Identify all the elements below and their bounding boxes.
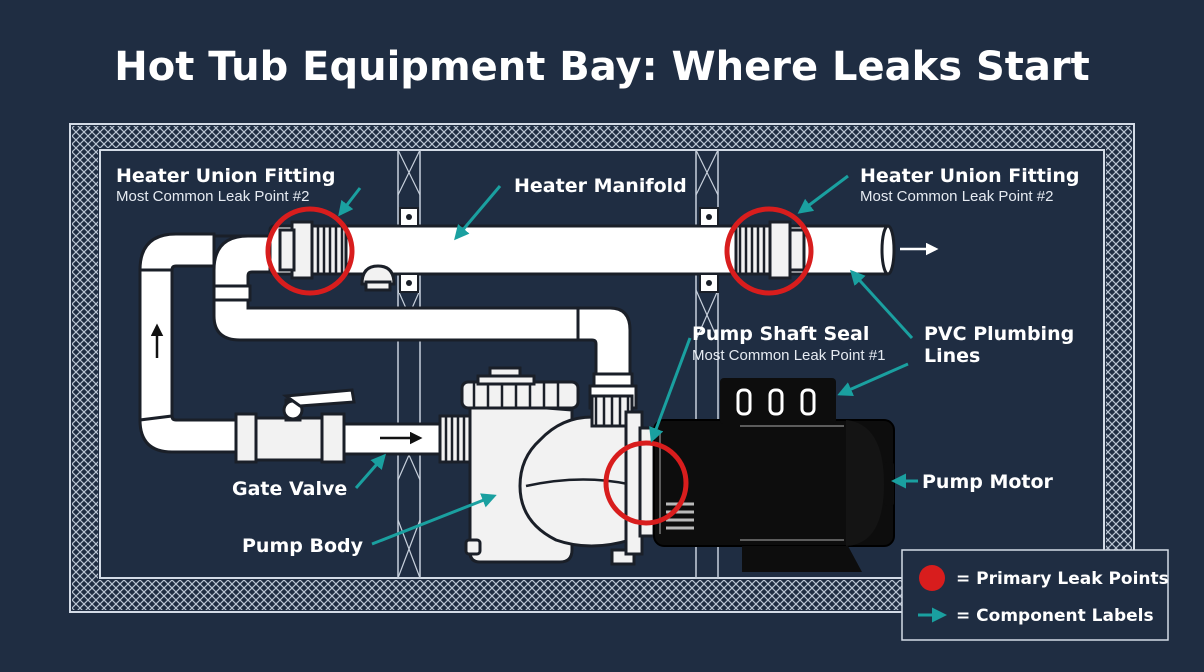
heater-union-right: [734, 220, 806, 280]
label-pvc-plumbing-line2: Lines: [924, 345, 980, 367]
label-pump-shaft-seal-title: Pump Shaft Seal: [692, 323, 869, 345]
leak-ring-heater-union-right: [724, 206, 814, 296]
pump-motor: [653, 378, 895, 572]
label-heater-union-left-subtitle: Most Common Leak Point #2: [116, 188, 309, 205]
legend-leak-points: = Primary Leak Points: [956, 569, 1169, 589]
legend-component-labels: = Component Labels: [956, 606, 1154, 626]
pump-body: [460, 366, 656, 566]
insulation-top: [72, 126, 1132, 148]
gate-valve: [234, 388, 356, 464]
legend: = Primary Leak Points = Component Labels: [901, 549, 1169, 641]
label-heater-manifold: Heater Manifold: [514, 175, 687, 197]
leak-ring-pump-shaft-seal: [603, 440, 689, 526]
pump-inlet-union: [438, 414, 472, 464]
label-heater-union-right-title: Heater Union Fitting: [860, 165, 1080, 187]
label-pump-shaft-seal-subtitle: Most Common Leak Point #1: [692, 347, 885, 364]
red-circle-icon: [919, 565, 945, 591]
leader-lines: [338, 174, 918, 546]
label-pvc-plumbing-line1: PVC Plumbing: [924, 323, 1074, 345]
insulation-left: [72, 148, 98, 580]
label-pump-motor: Pump Motor: [922, 471, 1054, 493]
label-heater-union-right-subtitle: Most Common Leak Point #2: [860, 188, 1053, 205]
leak-ring-heater-union-left: [265, 206, 355, 296]
insulation-right: [1106, 148, 1132, 580]
cabinet-frame: [69, 123, 1135, 613]
page-title: Hot Tub Equipment Bay: Where Leaks Start: [114, 44, 1090, 90]
label-pump-body: Pump Body: [242, 535, 364, 557]
heater-union-left: [278, 220, 348, 280]
support-strut-right: [695, 149, 719, 579]
label-gate-valve: Gate Valve: [232, 478, 347, 500]
label-heater-union-left-title: Heater Union Fitting: [116, 165, 336, 187]
